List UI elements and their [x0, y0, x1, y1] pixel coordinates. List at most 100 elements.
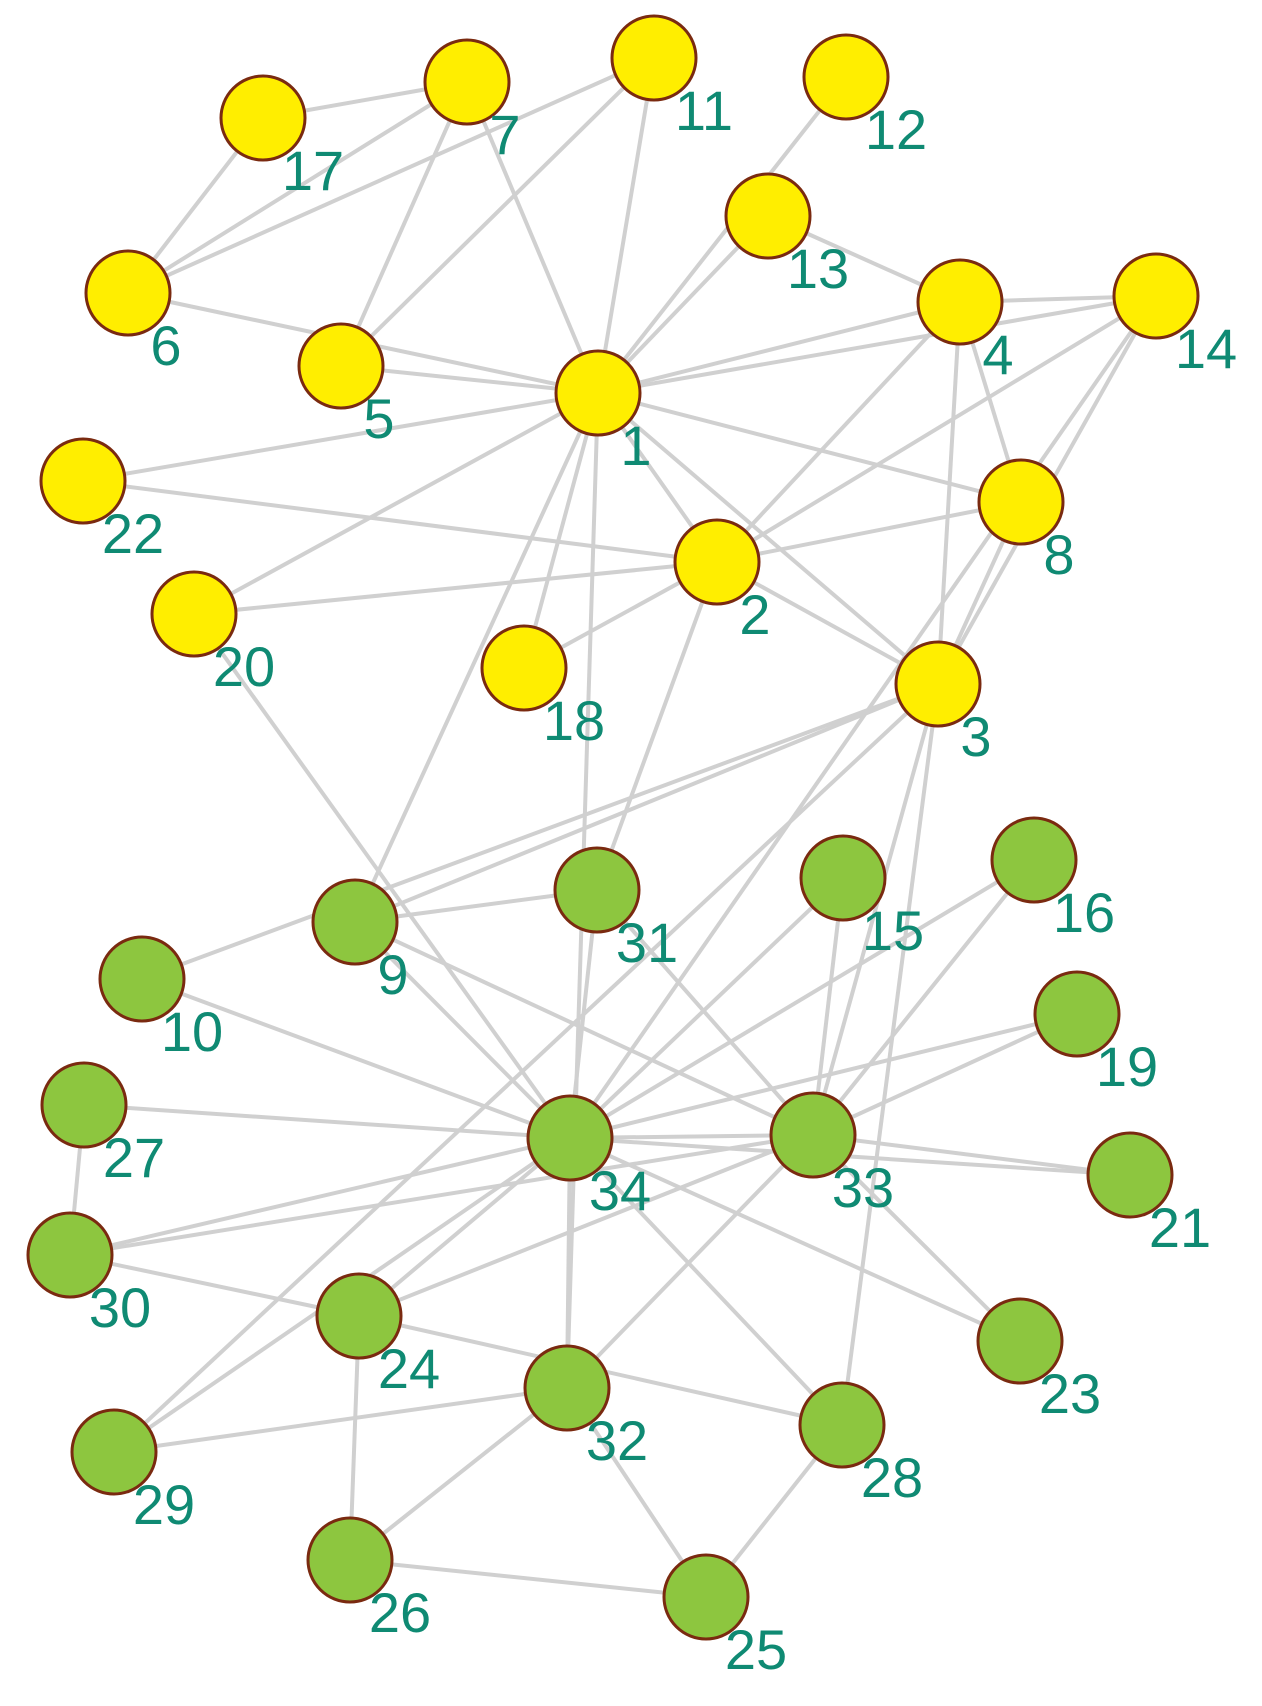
node-label-23: 23	[1039, 1362, 1101, 1425]
edge-1-3	[596, 391, 940, 686]
node-15[interactable]	[799, 834, 887, 922]
edge-1-12	[596, 75, 848, 395]
node-4[interactable]	[916, 258, 1004, 346]
edge-3-4	[936, 301, 962, 685]
edge-3-28	[840, 683, 940, 1426]
node-17[interactable]	[219, 74, 307, 162]
node-20[interactable]	[150, 570, 238, 658]
node-label-28: 28	[861, 1446, 923, 1509]
node-label-30: 30	[89, 1276, 151, 1339]
node-14[interactable]	[1112, 252, 1200, 340]
node-label-21: 21	[1149, 1196, 1211, 1259]
node-1[interactable]	[554, 349, 642, 437]
node-label-13: 13	[787, 237, 849, 300]
node-8[interactable]	[977, 458, 1065, 546]
node-29[interactable]	[70, 1408, 158, 1496]
node-33[interactable]	[769, 1091, 857, 1179]
node-label-9: 9	[377, 943, 408, 1006]
node-label-7: 7	[489, 103, 520, 166]
node-16[interactable]	[990, 816, 1078, 904]
node-11[interactable]	[610, 14, 698, 102]
node-32[interactable]	[523, 1344, 611, 1432]
node-26[interactable]	[306, 1516, 394, 1604]
node-label-2: 2	[739, 583, 770, 646]
edge-2-14	[715, 294, 1158, 564]
node-34[interactable]	[526, 1094, 614, 1182]
edge-1-20	[193, 391, 599, 616]
edge-9-33	[354, 920, 814, 1137]
edge-30-33	[69, 1133, 814, 1257]
node-label-32: 32	[586, 1409, 648, 1472]
edge-16-34	[568, 858, 1036, 1140]
node-layer	[26, 14, 1200, 1641]
edge-1-18	[522, 392, 600, 669]
edge-15-34	[568, 876, 845, 1140]
edge-24-34	[357, 1136, 572, 1318]
node-24[interactable]	[315, 1272, 403, 1360]
node-25[interactable]	[662, 1553, 750, 1641]
node-label-24: 24	[378, 1337, 440, 1400]
node-label-33: 33	[832, 1156, 894, 1219]
edge-10-34	[141, 977, 571, 1140]
edge-19-34	[569, 1012, 1078, 1140]
edge-29-32	[113, 1386, 568, 1454]
node-label-17: 17	[282, 139, 344, 202]
node-7[interactable]	[423, 38, 511, 126]
node-label-18: 18	[543, 689, 605, 752]
node-10[interactable]	[98, 935, 186, 1023]
edge-1-9	[353, 392, 600, 923]
edge-1-14	[597, 294, 1157, 395]
edge-31-33	[595, 888, 815, 1137]
node-13[interactable]	[724, 172, 812, 260]
node-label-26: 26	[369, 1581, 431, 1644]
node-label-25: 25	[725, 1618, 787, 1681]
node-label-10: 10	[161, 1000, 223, 1063]
node-label-22: 22	[102, 502, 164, 565]
edge-24-30	[69, 1253, 360, 1318]
node-6[interactable]	[84, 249, 172, 337]
node-27[interactable]	[40, 1061, 128, 1149]
node-label-8: 8	[1043, 523, 1074, 586]
node-label-34: 34	[589, 1159, 651, 1222]
edge-30-34	[69, 1136, 571, 1257]
edge-2-20	[193, 560, 718, 616]
edge-24-33	[358, 1133, 814, 1318]
node-28[interactable]	[798, 1381, 886, 1469]
edge-25-26	[349, 1558, 707, 1599]
edge-1-4	[597, 300, 961, 395]
edge-2-22	[82, 479, 718, 564]
node-21[interactable]	[1086, 1131, 1174, 1219]
node-label-29: 29	[133, 1473, 195, 1536]
edge-2-31	[595, 561, 719, 891]
edge-19-33	[812, 1012, 1078, 1137]
node-label-15: 15	[862, 899, 924, 962]
node-30[interactable]	[26, 1211, 114, 1299]
edge-6-7	[126, 80, 469, 295]
node-23[interactable]	[976, 1297, 1064, 1385]
edge-14-34	[568, 294, 1158, 1140]
node-22[interactable]	[39, 437, 127, 525]
node-label-5: 5	[363, 387, 394, 450]
node-3[interactable]	[894, 640, 982, 728]
node-18[interactable]	[480, 624, 568, 712]
edge-20-34	[192, 612, 572, 1140]
edge-27-34	[83, 1103, 571, 1140]
edge-16-33	[811, 858, 1036, 1137]
node-5[interactable]	[297, 322, 385, 410]
node-19[interactable]	[1033, 970, 1121, 1058]
node-9[interactable]	[311, 878, 399, 966]
node-31[interactable]	[553, 846, 641, 934]
node-label-12: 12	[865, 98, 927, 161]
edge-3-29	[112, 682, 940, 1454]
edge-6-11	[127, 56, 655, 295]
edge-1-11	[596, 57, 656, 394]
node-2[interactable]	[673, 518, 761, 606]
node-label-1: 1	[620, 414, 651, 477]
edge-23-33	[811, 1133, 1022, 1343]
node-label-20: 20	[213, 635, 275, 698]
node-label-16: 16	[1053, 881, 1115, 944]
node-12[interactable]	[802, 33, 890, 121]
node-label-4: 4	[982, 323, 1013, 386]
node-label-3: 3	[960, 705, 991, 768]
